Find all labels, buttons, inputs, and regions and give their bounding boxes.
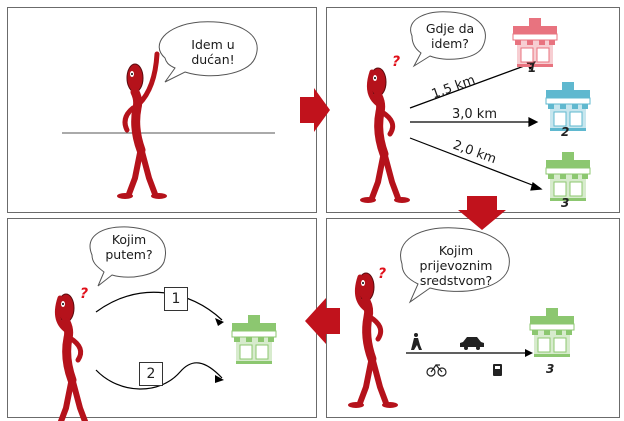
panel-go-to-shop bbox=[7, 7, 317, 213]
shop-number-2: 2 bbox=[561, 125, 570, 139]
distance-label-2: 3,0 km bbox=[452, 107, 497, 122]
route-2-box: 2 bbox=[139, 362, 163, 386]
route-1-box: 1 bbox=[164, 287, 188, 311]
shop-number-3: 3 bbox=[546, 362, 555, 376]
panel-which-route bbox=[7, 218, 317, 418]
shop-number-1: 1 bbox=[528, 61, 537, 75]
shop-number-3: 3 bbox=[561, 196, 570, 210]
